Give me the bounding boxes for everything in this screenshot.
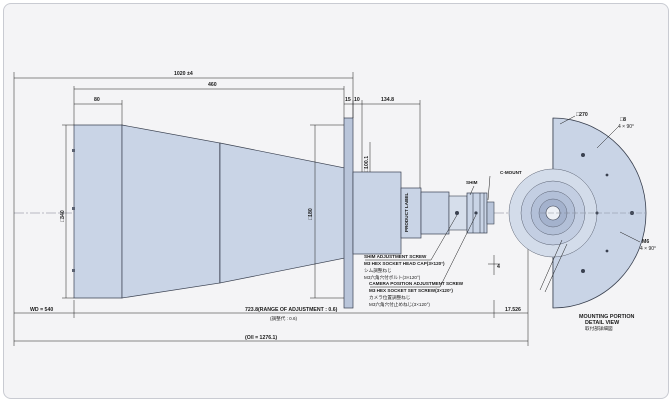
shim-screw-title: SHIM ADJUSTMENT SCREW <box>364 254 427 259</box>
shim-screw-jp1: シム調整ねじ <box>364 267 392 274</box>
mount-title-2: DETAIL VIEW <box>585 320 620 326</box>
dia-100-1-label: □100.1 <box>364 156 370 172</box>
shim-screw-jp2: M3六角穴付ボルト(3×120°) <box>364 274 421 281</box>
front-bolt-2 <box>72 207 75 210</box>
cam-screw-title: CAMERA POSITION ADJUSTMENT SCREW <box>369 281 464 286</box>
flange-back-label: 17.526 <box>505 307 521 313</box>
oi-label: (O/I = 1276.1) <box>245 335 277 341</box>
hole-8-count: 4 × 90° <box>618 124 634 130</box>
mount-title-jp: 取付部詳細図 <box>585 325 613 332</box>
lens-cone-rear <box>219 142 346 284</box>
front-bolt-3 <box>72 269 75 272</box>
dim-10-label: 10 <box>354 97 360 103</box>
overall-length-label: 1020 ±4 <box>174 71 193 77</box>
dia-180-label: □180 <box>308 208 314 220</box>
cam-screw-jp1: カメラ位置調整ねじ <box>369 294 411 301</box>
mounting-detail-view <box>508 117 647 309</box>
hole-8-label: □8 <box>620 117 626 123</box>
shim-screw-spec: M3 HEX SOCKET HEAD CAP(3×120°) <box>364 261 445 266</box>
adjust-ring <box>420 191 450 235</box>
shim-screw-head <box>455 211 459 215</box>
dim-460-label: 460 <box>208 82 217 88</box>
adjust-jp-label: (調整代 : 0.6) <box>270 315 298 322</box>
m6-label: M6 <box>642 239 649 245</box>
dia-340-label: □340 <box>60 210 66 222</box>
mounting-flange <box>343 117 354 309</box>
lens-cone-body <box>121 124 221 299</box>
dim-134-8-label: 134.8 <box>381 97 394 103</box>
cam-screw-jp2: M3六角穴付止めねじ(3×120°) <box>369 301 430 308</box>
lens-front-barrel <box>73 124 123 299</box>
dia-270-label: □270 <box>576 112 588 118</box>
dim-15-label: 15 <box>345 97 351 103</box>
shim-label: SHIM <box>466 180 478 185</box>
mount-hole-top <box>581 153 585 157</box>
mount-title-1: MOUNTING PORTION <box>579 314 635 320</box>
dim-4-label: 4 <box>497 264 500 270</box>
m6-count: 4 × 90° <box>640 246 656 252</box>
rear-tube <box>352 171 402 255</box>
cam-screw-spec: M3 HEX SOCKET SET SCREW(3×120°) <box>369 288 453 293</box>
product-label: PRODUCT LABEL <box>404 193 409 232</box>
front-bolt-1 <box>72 149 75 152</box>
camera-screw-head <box>474 211 478 215</box>
wd-label: WD = 540 <box>30 307 53 313</box>
dim-80-label: 80 <box>94 97 100 103</box>
mount-hole-bottom <box>581 269 585 273</box>
c-mount-label: C-MOUNT <box>500 170 522 175</box>
c-mount-thread <box>486 201 495 225</box>
adjust-label: 723.8(RANGE OF ADJUSTMENT : 0.6) <box>245 307 338 313</box>
